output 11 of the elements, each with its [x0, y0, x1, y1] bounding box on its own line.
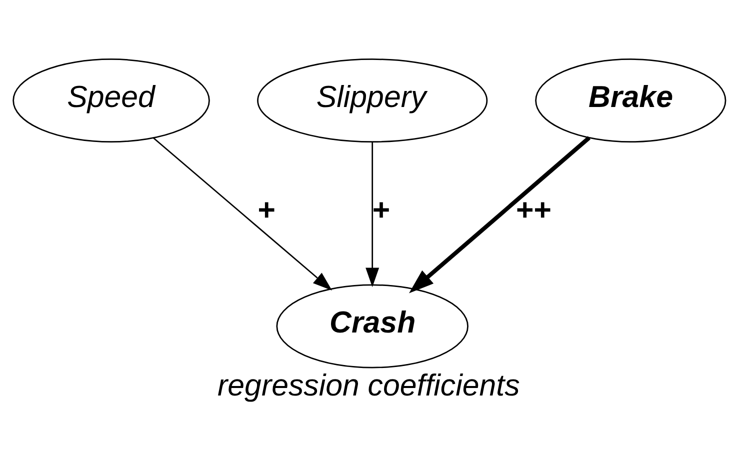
arrow [366, 141, 380, 287]
edge-label: ++ [516, 192, 552, 226]
edge-label: + [258, 192, 276, 226]
node-ellipse: Slippery [257, 58, 488, 142]
node-ellipse: Speed [12, 58, 210, 142]
node-ellipse: Crash [276, 284, 468, 368]
caption: regression coefficients [218, 368, 520, 402]
edge-label: + [372, 192, 390, 226]
node-ellipse: Brake [535, 58, 726, 142]
arrow [409, 136, 591, 293]
arrow [152, 136, 332, 290]
